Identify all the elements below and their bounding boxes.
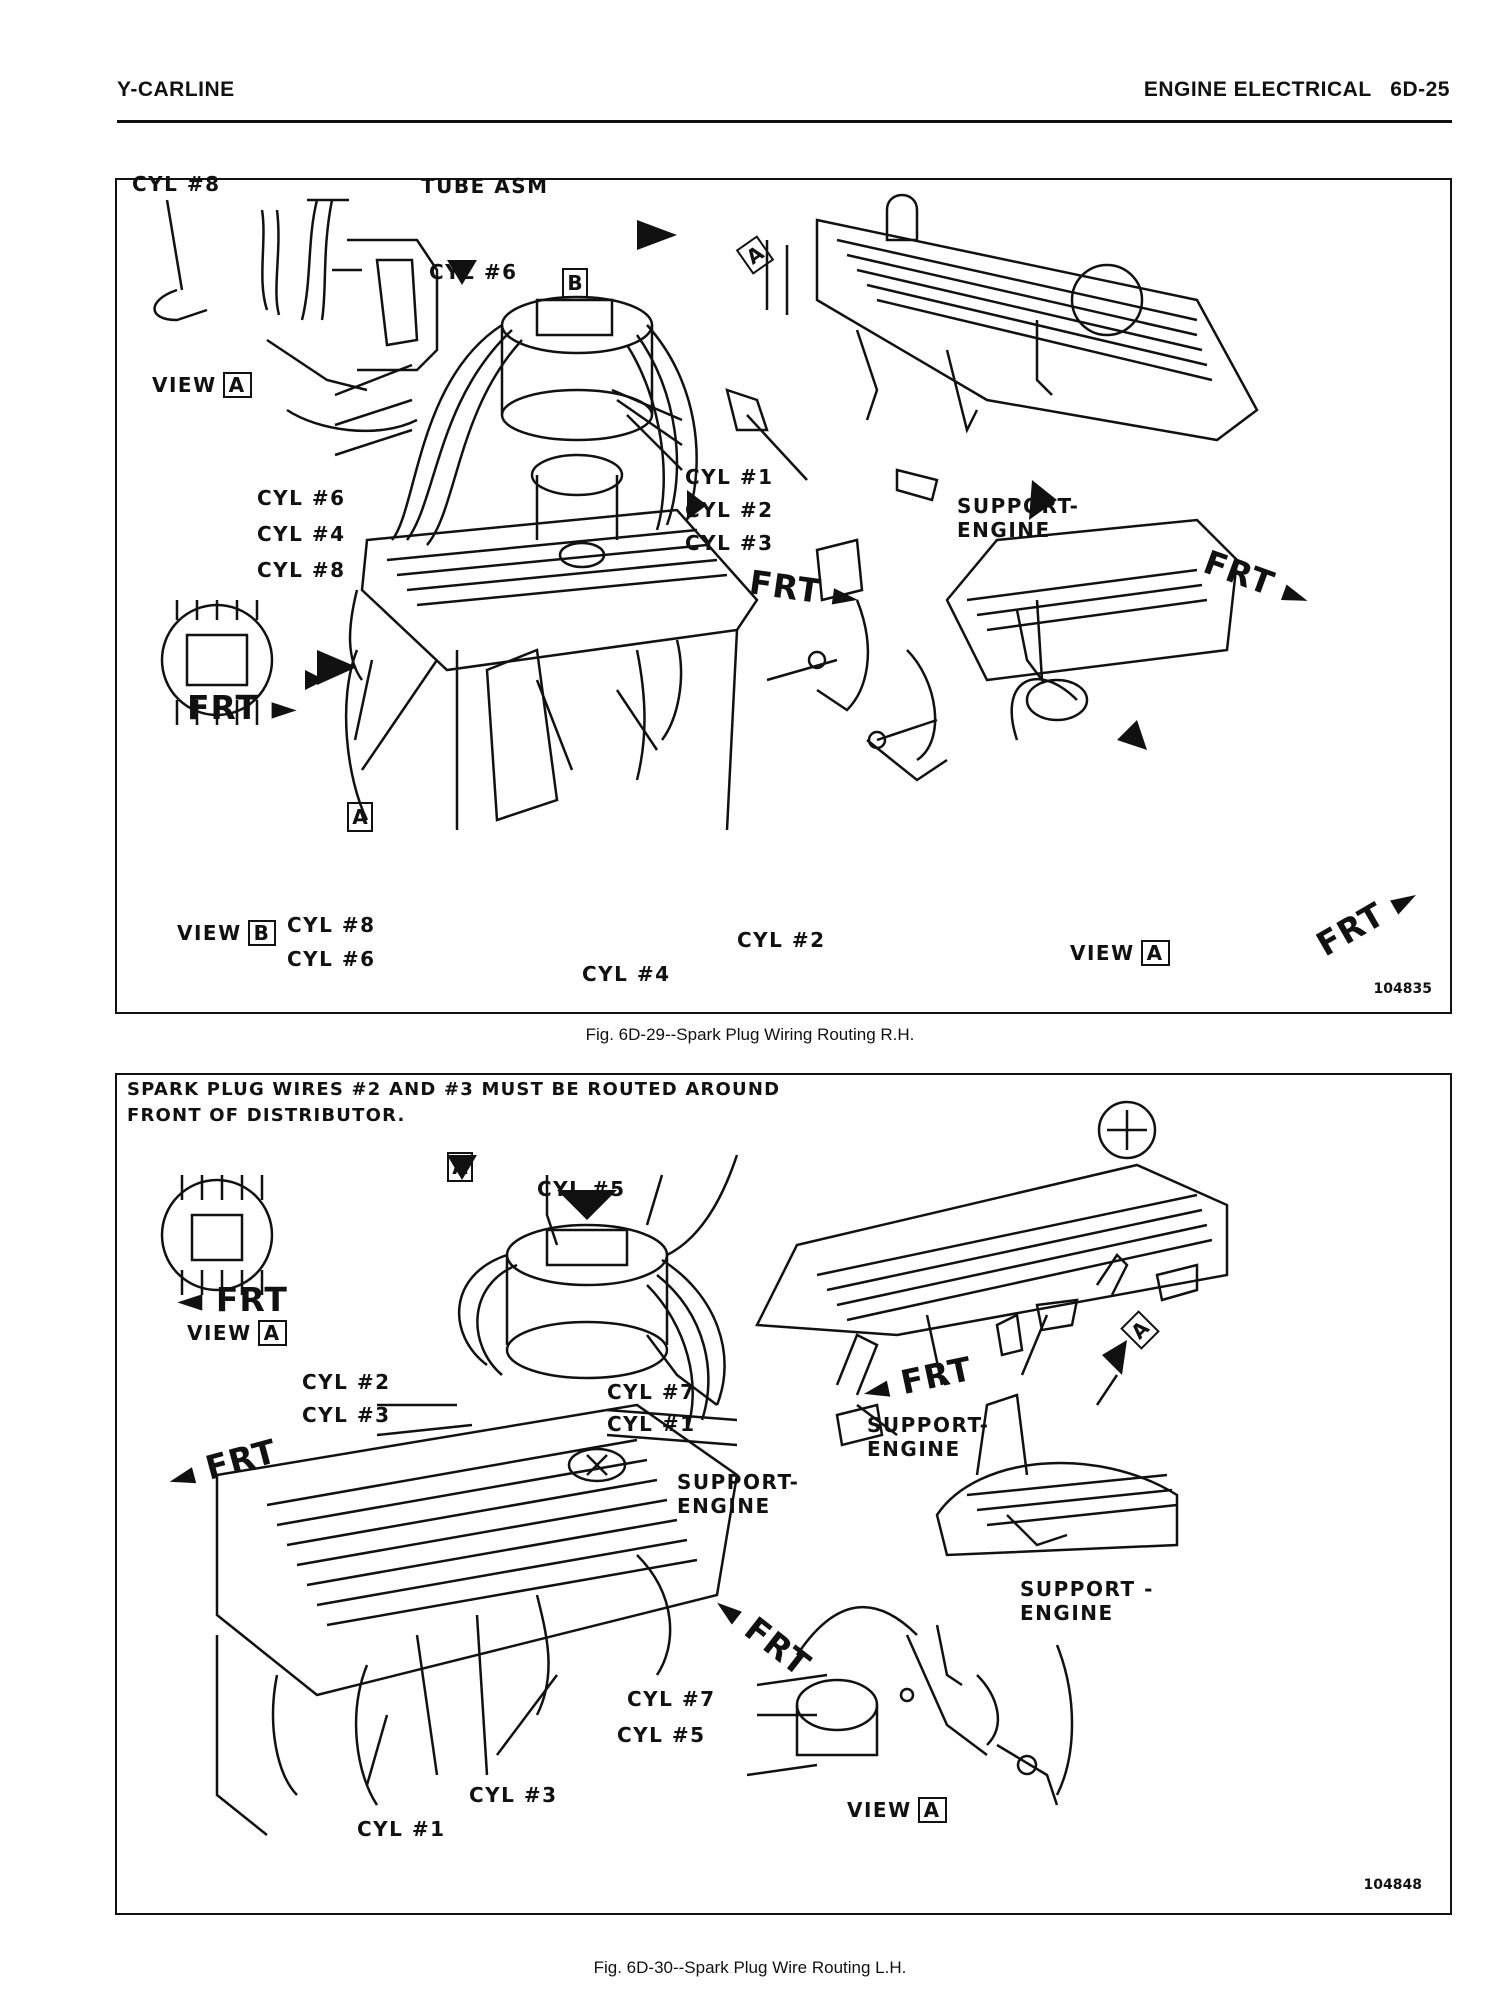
label-cyl3-right: CYL #3 — [685, 531, 774, 555]
label-cyl1-right: CYL #1 — [685, 465, 774, 489]
routing-note: SPARK PLUG WIRES #2 AND #3 MUST BE ROUTE… — [127, 1079, 781, 1126]
rh-routing-illustration — [153, 193, 1259, 831]
label-cyl1-right: CYL #1 — [607, 1412, 696, 1436]
label-cyl8-bottom: CYL #8 — [287, 913, 376, 937]
frt-arrow-left-top: ◄ FRT — [177, 1280, 288, 1319]
label-cyl7-right: CYL #7 — [607, 1380, 696, 1404]
label-support-engine: SUPPORT- ENGINE — [957, 494, 1080, 542]
label-support-engine-3: SUPPORT - ENGINE — [1020, 1577, 1154, 1625]
label-support-engine-1: SUPPORT- ENGINE — [677, 1470, 800, 1518]
view-a-bottom-box: A — [1140, 940, 1170, 966]
label-support-engine-2: SUPPORT- ENGINE — [867, 1413, 990, 1461]
view-a-top-box: A — [222, 372, 252, 398]
running-head-right: ENGINE ELECTRICAL 6D-25 — [1143, 78, 1450, 101]
label-cyl6-bottom: CYL #6 — [287, 947, 376, 971]
figure-panel-lh: SPARK PLUG WIRES #2 AND #3 MUST BE ROUTE… — [115, 1073, 1452, 1915]
lh-routing-illustration — [160, 1100, 1229, 1836]
label-cyl2: CYL #2 — [302, 1370, 391, 1394]
label-cyl3-bottom: CYL #3 — [469, 1783, 558, 1807]
running-head-left: Y-CARLINE — [117, 78, 235, 101]
view-a-bottom-box-2: A — [917, 1797, 947, 1823]
frt-arrow-left: FRT ► — [187, 688, 298, 727]
box-a-left: A — [347, 802, 373, 832]
figure-number-2: 104848 — [1363, 1877, 1422, 1893]
label-cyl5-top: CYL #5 — [537, 1177, 626, 1201]
label-cyl4-bottom: CYL #4 — [582, 962, 671, 986]
label-cyl8-mid: CYL #8 — [257, 558, 346, 582]
label-cyl4-mid: CYL #4 — [257, 522, 346, 546]
label-cyl7-bottom: CYL #7 — [627, 1687, 716, 1711]
figure-caption-1: Fig. 6D-29--Spark Plug Wiring Routing R.… — [585, 1025, 915, 1044]
label-cyl2-right: CYL #2 — [685, 498, 774, 522]
label-cyl6-mid: CYL #6 — [257, 486, 346, 510]
figure-number-1: 104835 — [1373, 981, 1432, 997]
figure-caption-2: Fig. 6D-30--Spark Plug Wire Routing L.H. — [593, 1958, 907, 1977]
label-cyl2-bottom: CYL #2 — [737, 928, 826, 952]
label-cyl1-bottom: CYL #1 — [357, 1817, 446, 1841]
label-cyl3: CYL #3 — [302, 1403, 391, 1427]
label-cyl5-bottom: CYL #5 — [617, 1723, 706, 1747]
header-rule — [117, 120, 1452, 123]
box-b: B — [562, 268, 588, 298]
label-cyl6-top: CYL #6 — [429, 260, 518, 284]
label-cyl8-top: CYL #8 — [132, 172, 221, 196]
view-a-left-box: A — [257, 1320, 287, 1346]
label-tube-asm: TUBE ASM — [421, 174, 549, 198]
box-a-center: A — [447, 1152, 473, 1182]
view-b-box: B — [247, 920, 277, 946]
